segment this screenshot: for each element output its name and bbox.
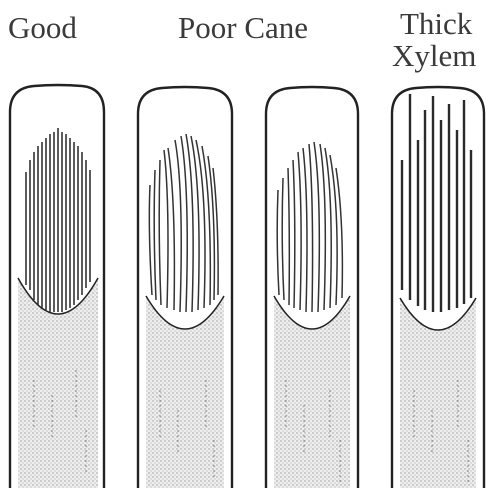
- reed-poor-cane-2: [266, 87, 358, 488]
- reed-poor-cane-2-fibers: [277, 142, 342, 312]
- reed-good-fibers: [26, 128, 90, 312]
- reed-poor-cane-1-lower-stipple: [146, 296, 224, 488]
- reed-thick-xylem-lower-stipple: [400, 298, 476, 488]
- reed-thick-xylem: [392, 87, 484, 488]
- reed-thick-xylem-fibers: [402, 94, 471, 312]
- reed-poor-cane-1: [138, 87, 232, 488]
- reed-good: [10, 85, 104, 488]
- reed-poor-cane-1-fibers: [149, 134, 218, 312]
- reed-poor-cane-2-lower-stipple: [274, 296, 350, 488]
